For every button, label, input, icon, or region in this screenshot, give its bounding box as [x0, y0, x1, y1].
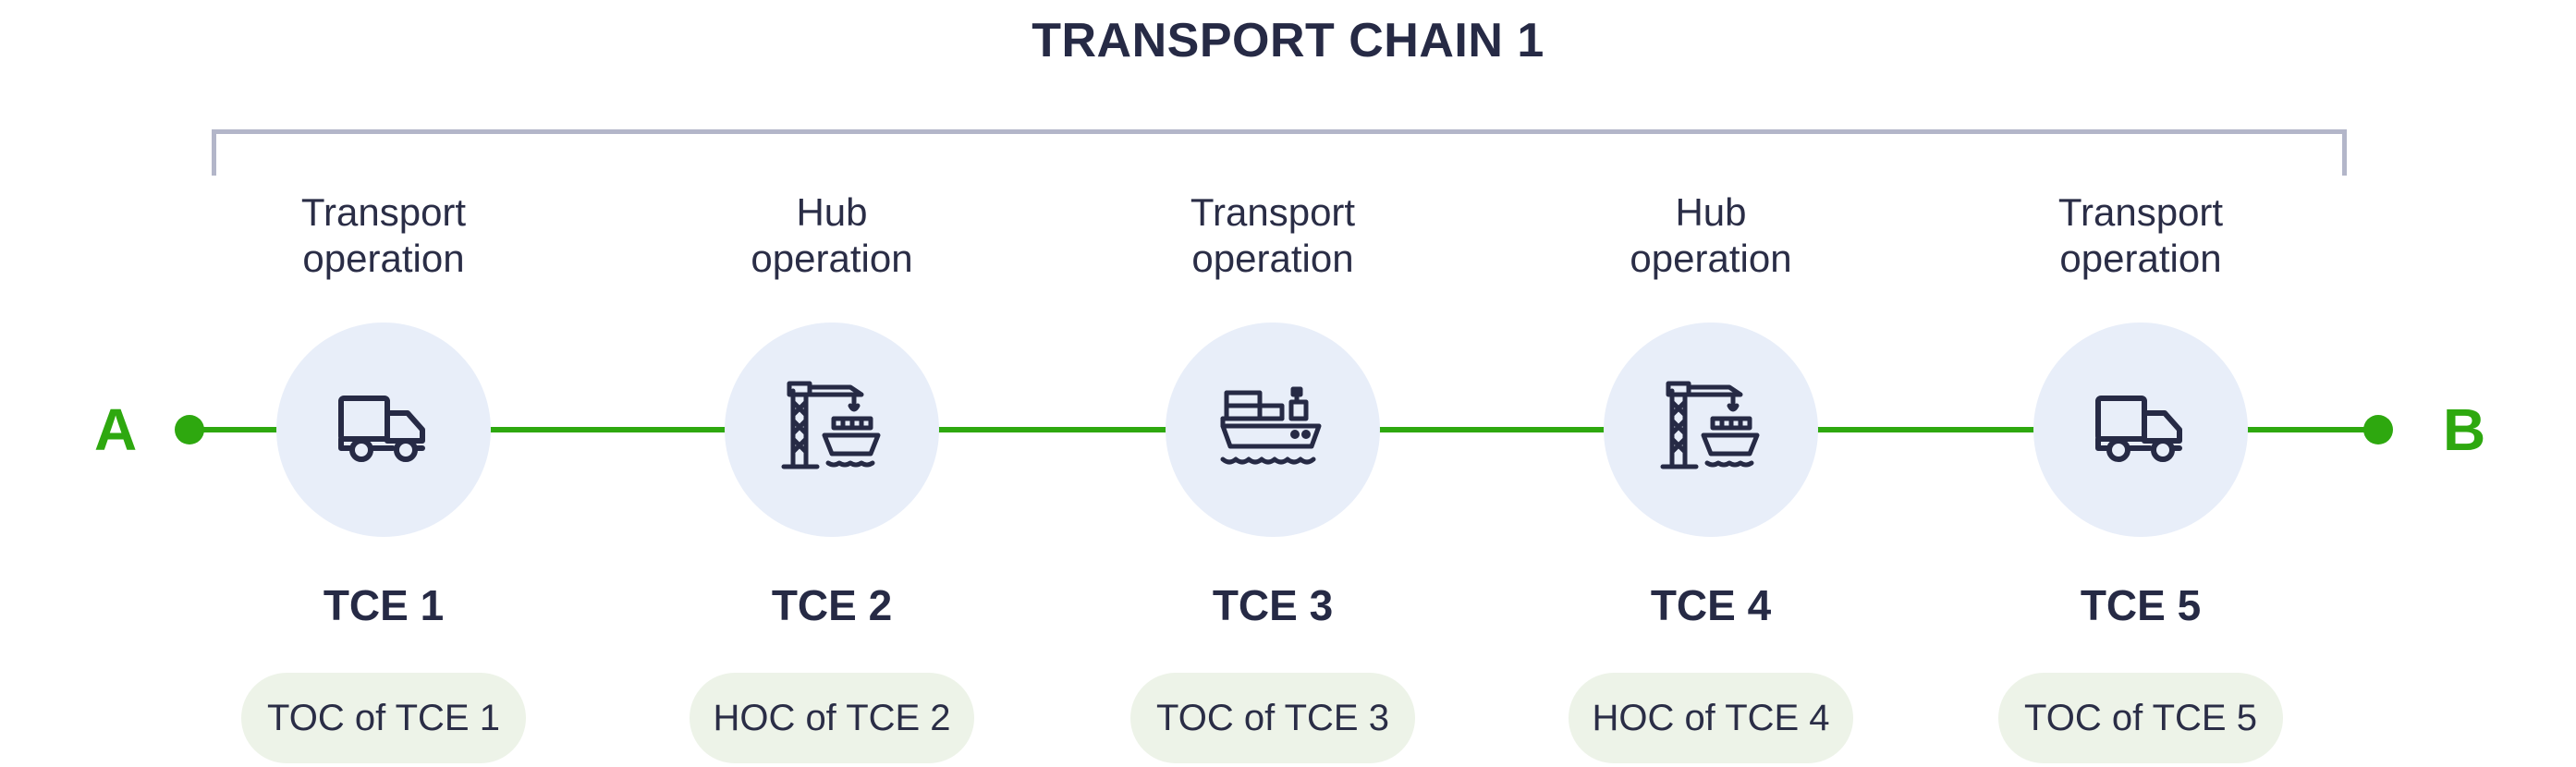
stage-tce-1: Transport operation TCE 1 TOC of TCE 1 — [236, 0, 531, 767]
operation-category-badge: HOC of TCE 4 — [1569, 673, 1853, 763]
tce-label: TCE 5 — [2080, 581, 2202, 629]
stage-tce-4: Hub operation TCE 4 HOC of TCE 4 — [1563, 0, 1859, 767]
truck-icon — [2095, 396, 2182, 462]
tce-label: TCE 4 — [1650, 581, 1772, 629]
operation-circle — [1604, 323, 1818, 537]
operation-label: Hub operation — [1630, 190, 1792, 280]
operation-label: Transport operation — [2057, 190, 2224, 280]
end-point-label: B — [2443, 396, 2486, 463]
tce-label: TCE 3 — [1212, 581, 1334, 629]
tce-label: TCE 2 — [771, 581, 893, 629]
operation-category-badge: TOC of TCE 5 — [1998, 673, 2283, 763]
chain-bracket — [212, 129, 2347, 176]
truck-icon — [338, 396, 425, 462]
operation-circle — [276, 323, 491, 537]
operation-category-badge: TOC of TCE 3 — [1130, 673, 1415, 763]
operation-label: Hub operation — [751, 190, 913, 280]
start-point-dot — [175, 415, 204, 444]
end-point-dot — [2363, 415, 2393, 444]
operation-circle — [1166, 323, 1380, 537]
stage-tce-3: Transport operation TCE 3 TOC of TCE 3 — [1125, 0, 1421, 767]
operation-label: Transport operation — [1190, 190, 1356, 280]
cargo-ship-icon — [1220, 386, 1322, 465]
diagram-title: TRANSPORT CHAIN 1 — [1032, 14, 1544, 67]
stage-tce-5: Transport operation TCE 5 TOC of TCE 5 — [1993, 0, 2289, 767]
port-crane-icon — [1660, 381, 1760, 469]
operation-circle — [725, 323, 939, 537]
tce-label: TCE 1 — [323, 581, 445, 629]
operation-label: Transport operation — [300, 190, 467, 280]
stage-tce-2: Hub operation TCE 2 HOC of TCE 2 — [684, 0, 980, 767]
operation-circle — [2033, 323, 2248, 537]
start-point-label: A — [94, 396, 138, 463]
operation-category-badge: HOC of TCE 2 — [690, 673, 974, 763]
port-crane-icon — [781, 381, 881, 469]
operation-category-badge: TOC of TCE 1 — [241, 673, 526, 763]
